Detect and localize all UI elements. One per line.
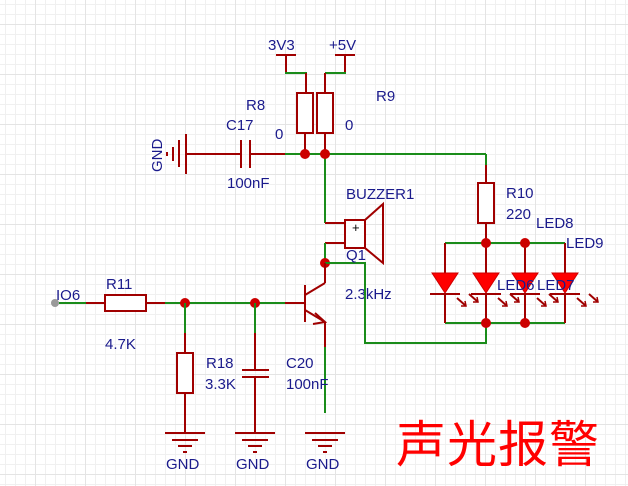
capacitor-c20[interactable]: C20 100nF	[242, 303, 329, 433]
r9-ref: R9	[376, 88, 395, 105]
r9-value: 0	[345, 117, 353, 134]
power-5v-label: +5V	[329, 37, 356, 54]
led-array	[445, 242, 565, 324]
gnd-symbol	[165, 432, 205, 453]
buzzer-value: 2.3kHz	[345, 286, 392, 303]
gnd-label-q1: GND	[306, 456, 340, 473]
junction	[481, 238, 491, 248]
junction	[320, 149, 330, 159]
led7-ref: LED7	[537, 277, 575, 294]
resistor-r11[interactable]: R11 4.7K	[86, 276, 165, 353]
resistor-r9[interactable]: R9 0	[316, 88, 395, 155]
gnd-label-c20: GND	[236, 456, 270, 473]
led6-ref: LED6	[497, 277, 535, 294]
net-port-io6[interactable]: IO6	[51, 287, 86, 307]
junction	[481, 318, 491, 328]
power-3v3-label: 3V3	[268, 37, 295, 54]
resistor-r10[interactable]: R10 220	[477, 165, 534, 243]
resistor-r18[interactable]: R18 3.3K	[176, 303, 236, 433]
r10-ref: R10	[506, 185, 534, 202]
io6-label: IO6	[56, 287, 80, 304]
led9-ref: LED9	[566, 235, 604, 252]
r11-ref: R11	[106, 276, 132, 293]
c17-ref: C17	[226, 117, 254, 134]
c20-ref: C20	[286, 355, 314, 372]
led8-ref: LED8	[536, 215, 574, 232]
gnd-label-r18: GND	[166, 456, 200, 473]
gnd-left-label: GND	[149, 139, 166, 173]
transistor-q1[interactable]: Q1	[285, 247, 366, 413]
r10-value: 220	[506, 206, 531, 223]
buzzer-plus-pin: +	[352, 220, 360, 235]
r8-ref: R8	[246, 97, 265, 114]
q1-ref: Q1	[346, 247, 366, 264]
led-led6[interactable]	[430, 243, 479, 323]
c17-value: 100nF	[227, 175, 270, 192]
r11-value: 4.7K	[105, 336, 136, 353]
junction	[520, 318, 530, 328]
net-vcc-bus	[285, 153, 487, 223]
led-led9[interactable]	[550, 243, 599, 323]
resistor-r8[interactable]: R8 0	[246, 92, 314, 155]
net-led-return	[325, 262, 487, 344]
gnd-symbol	[305, 432, 345, 453]
buzzer-buzzer1[interactable]: + BUZZER1 2.3kHz	[325, 186, 414, 303]
led-led7[interactable]	[471, 243, 520, 323]
capacitor-c17[interactable]: C17 100nF	[186, 117, 285, 192]
power-3v3[interactable]: 3V3	[268, 37, 307, 93]
r18-ref: R18	[206, 355, 234, 372]
junction	[520, 238, 530, 248]
buzzer-ref: BUZZER1	[346, 186, 414, 203]
gnd-symbol	[235, 432, 275, 453]
power-5v[interactable]: +5V	[324, 37, 356, 93]
r8-value: 0	[275, 126, 283, 143]
schematic-title: 声光报警	[396, 416, 600, 474]
r18-value: 3.3K	[205, 376, 236, 393]
gnd-symbol-left: GND	[149, 134, 187, 174]
junction	[300, 149, 310, 159]
c20-value: 100nF	[286, 376, 329, 393]
